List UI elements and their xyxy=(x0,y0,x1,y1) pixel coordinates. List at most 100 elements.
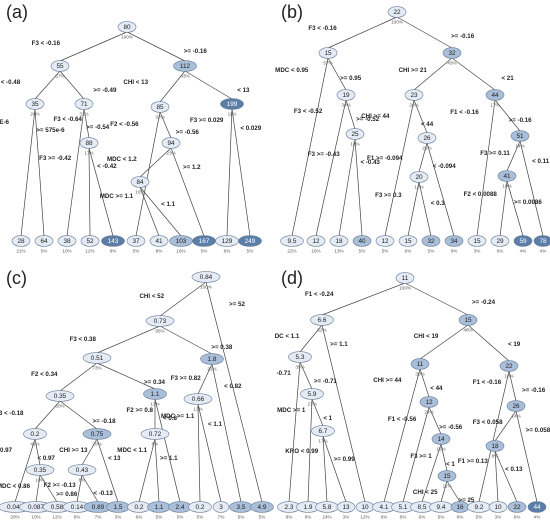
node-value: 0.14 xyxy=(71,504,84,511)
tree-edge xyxy=(34,70,61,100)
node-percent: 4% xyxy=(540,249,547,254)
split-condition-left: CHI >= 44 xyxy=(361,113,390,120)
split-condition-left: F1 < 575E-6 xyxy=(0,119,10,126)
nodes: 80100%5557%11243%3526%7131%8817%8532%942… xyxy=(11,21,262,254)
tree-edge xyxy=(338,138,356,237)
split-condition-left: CHI >= 44 xyxy=(373,377,402,384)
node-shape xyxy=(161,137,181,149)
node-percent: 48% xyxy=(463,328,472,333)
node-percent: 13% xyxy=(150,402,159,407)
split-condition-right: >= -0.56 xyxy=(176,129,200,136)
node-value: 29 xyxy=(496,238,504,245)
node-shape xyxy=(336,501,356,513)
split-node: 5.335% xyxy=(288,351,312,370)
node-value: 37 xyxy=(132,238,140,245)
node-value: 1.1 xyxy=(151,391,160,398)
node-value: 143 xyxy=(108,238,119,245)
node-percent: 22% xyxy=(287,249,296,254)
leaf-node: 1.15% xyxy=(147,501,171,520)
node-percent: 5% xyxy=(438,515,445,520)
node-value: 3 xyxy=(219,504,223,511)
node-percent: 26% xyxy=(30,112,39,117)
node-percent: 13% xyxy=(334,249,343,254)
node-percent: 8% xyxy=(156,249,163,254)
node-shape xyxy=(140,428,170,440)
node-shape xyxy=(200,353,224,365)
node-percent: 8% xyxy=(457,515,464,520)
node-value: 9.2 xyxy=(475,504,484,511)
node-value: 41 xyxy=(503,173,511,180)
node-shape xyxy=(398,235,418,247)
node-shape xyxy=(437,470,457,482)
split-condition-right: < 0.13 xyxy=(505,466,523,473)
tree-edge xyxy=(499,180,508,237)
tree-edge xyxy=(81,438,98,466)
split-condition-right: >= -0.16 xyxy=(509,117,533,124)
node-percent: 22% xyxy=(207,367,216,372)
leaf-node: 4.16% xyxy=(372,501,396,520)
node-percent: 11% xyxy=(228,112,237,117)
split-condition-left: CHI >= 13 xyxy=(59,447,88,454)
node-shape xyxy=(533,235,550,247)
tree-edge xyxy=(396,16,453,49)
node-value: 11 xyxy=(402,275,409,282)
split-condition-left: F3 < -0.52 xyxy=(294,108,323,115)
leaf-node: 784% xyxy=(533,235,550,254)
node-percent: 35% xyxy=(295,365,304,370)
node-percent: 7% xyxy=(218,515,225,520)
node-value: 11 xyxy=(417,361,424,368)
split-condition-left: MDC < 0.95 xyxy=(275,67,309,74)
node-value: 0.58 xyxy=(51,504,64,511)
node-value: 3.5 xyxy=(237,504,246,511)
node-shape xyxy=(329,235,349,247)
node-percent: 12% xyxy=(193,407,202,412)
split-condition-left: F2 < 0.34 xyxy=(31,371,58,378)
node-value: 41 xyxy=(155,238,163,245)
tree-edge xyxy=(467,324,510,362)
node-value: 0.73 xyxy=(154,318,167,325)
tree-edge xyxy=(327,57,347,91)
node-percent: 43% xyxy=(180,74,189,79)
tree-edge xyxy=(159,111,172,139)
node-value: 6.7 xyxy=(319,428,328,435)
node-shape xyxy=(410,358,430,370)
leaf-node: 0.25% xyxy=(188,501,212,520)
tree-edge xyxy=(413,99,428,134)
panel-a: F3 < -0.16>= -0.16F2 < -0.48>= -0.49CHI … xyxy=(0,0,275,266)
node-percent: 17% xyxy=(490,103,499,108)
nodes: 0.84100%0.7395%0.5173%0.3560%0.241%0.351… xyxy=(0,271,274,520)
node-shape xyxy=(288,351,312,363)
node-value: 2.3 xyxy=(285,504,294,511)
tree-edge xyxy=(311,398,324,427)
split-condition-left: F1 < -0.56 xyxy=(388,416,417,423)
node-percent: 5% xyxy=(201,249,208,254)
node-value: 249 xyxy=(245,238,256,245)
split-condition-left: F2 < -0.56 xyxy=(110,121,139,128)
node-percent: 9% xyxy=(451,249,458,254)
split-condition-left: F3 < 0.38 xyxy=(70,336,97,343)
leaf-node: 3 7% xyxy=(212,501,230,520)
tree-edge xyxy=(34,438,41,466)
split-condition-right: >= 0.34 xyxy=(144,379,166,386)
split-condition-left: F2 < 0.0088 xyxy=(464,191,498,198)
leaf-node: 375% xyxy=(126,235,146,254)
tree-edge xyxy=(288,361,301,503)
node-value: 103 xyxy=(176,238,187,245)
edges xyxy=(20,31,251,237)
node-shape xyxy=(238,235,262,247)
leaf-node: 296% xyxy=(490,235,510,254)
node-percent: 6% xyxy=(224,249,231,254)
node-percent: 12% xyxy=(360,515,369,520)
node-value: 0.35 xyxy=(34,467,47,474)
node-value: 0.72 xyxy=(149,431,162,438)
tree-edge xyxy=(184,70,233,100)
node-percent: 17% xyxy=(84,151,93,156)
